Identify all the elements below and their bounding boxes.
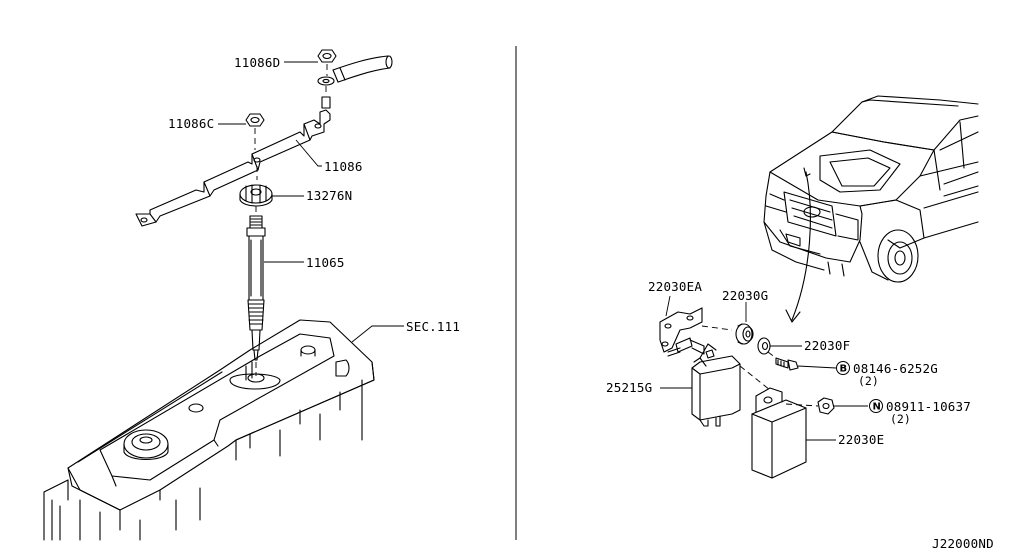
terminal-nut-13276n xyxy=(239,184,273,214)
washer-22030f xyxy=(757,337,771,355)
label-11086-text: 11086 xyxy=(324,159,363,174)
nut-08911-10637 xyxy=(817,397,835,415)
label-08146-qty: (2) xyxy=(858,374,879,388)
label-11086d-text: 11086D xyxy=(234,55,280,70)
label-11086d: 11086D xyxy=(234,55,318,70)
label-11086: 11086 xyxy=(295,139,363,174)
glow-plug-11065 xyxy=(246,215,266,376)
glow-plug-plate-11086 xyxy=(135,109,331,227)
label-08146-text: 08146-6252G xyxy=(853,361,938,376)
label-sec111-text: SEC.111 xyxy=(406,319,460,334)
relay-25215g xyxy=(691,343,741,427)
cylinder-head-sec111 xyxy=(43,319,375,541)
nut-marker-circle xyxy=(869,399,883,413)
bolt-08146-6252g xyxy=(767,351,799,371)
diagram-code: J22000ND xyxy=(932,536,994,551)
label-22030ea-text: 22030EA xyxy=(648,279,702,294)
label-08911-text: 08911-10637 xyxy=(886,399,971,414)
label-13276n-text: 13276N xyxy=(306,188,352,203)
label-22030ea: 22030EA xyxy=(648,279,702,317)
label-11065: 11065 xyxy=(264,255,345,270)
bolt-marker-circle xyxy=(836,361,850,375)
label-22030f: 22030F xyxy=(770,338,850,353)
label-11086c: 11086C xyxy=(168,116,246,131)
label-08911-qty: (2) xyxy=(890,412,911,426)
label-25215g: 25215G xyxy=(606,380,692,395)
bracket-22030ea xyxy=(659,307,733,353)
label-22030g: 22030G xyxy=(722,288,768,322)
bracket-bolt xyxy=(667,337,705,357)
vehicle-front-view xyxy=(763,95,979,323)
label-08911-10637: N 08911-10637 (2) xyxy=(834,399,971,426)
label-11086c-text: 11086C xyxy=(168,116,214,131)
label-22030e-text: 22030E xyxy=(838,432,884,447)
label-22030g-text: 22030G xyxy=(722,288,768,303)
label-13276n: 13276N xyxy=(272,188,352,203)
controller-22030e xyxy=(739,365,819,479)
label-11065-text: 11065 xyxy=(306,255,345,270)
glow-plug-harness-cable xyxy=(332,55,393,83)
grommet-22030g xyxy=(735,323,754,345)
label-22030f-text: 22030F xyxy=(804,338,850,353)
label-08911-prefix: N xyxy=(873,402,881,413)
label-22030e: 22030E xyxy=(806,432,884,447)
nut-11086d xyxy=(317,49,337,109)
label-sec111: SEC.111 xyxy=(351,319,460,343)
label-08146-6252g: B 08146-6252G (2) xyxy=(797,361,938,388)
label-25215g-text: 25215G xyxy=(606,380,652,395)
label-08146-prefix: B xyxy=(840,364,848,375)
nut-11086c xyxy=(245,113,265,180)
